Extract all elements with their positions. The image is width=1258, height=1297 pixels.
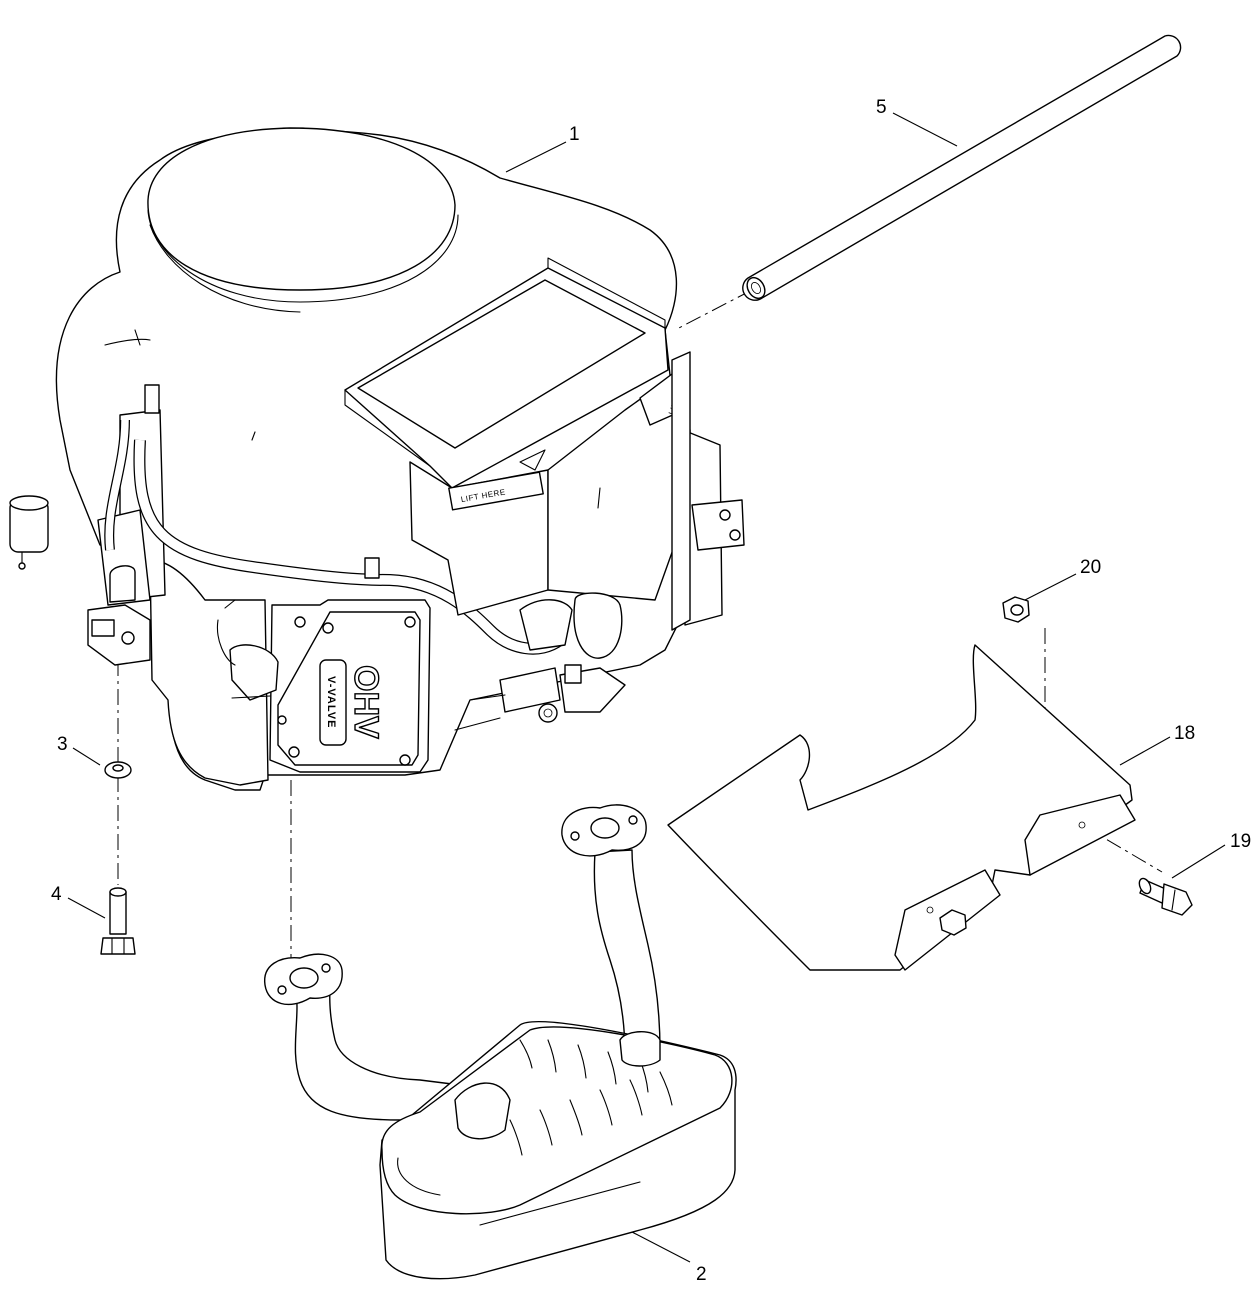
valve-cover-decal-sub: V-VALVE bbox=[325, 676, 337, 728]
leader-2 bbox=[631, 1231, 691, 1263]
callout-18: 18 bbox=[1174, 723, 1195, 744]
fuel-tube bbox=[742, 34, 1182, 301]
muffler bbox=[264, 804, 737, 1280]
shield-bolt-head bbox=[939, 909, 967, 936]
callout-1: 1 bbox=[569, 124, 580, 145]
leader-3 bbox=[72, 747, 101, 766]
shield-bolt bbox=[1138, 877, 1193, 916]
leader-19 bbox=[1171, 844, 1226, 879]
callout-19: 19 bbox=[1230, 831, 1251, 852]
leader-18 bbox=[1119, 736, 1171, 766]
callout-3: 3 bbox=[57, 734, 68, 755]
heat-shield bbox=[667, 644, 1136, 971]
leader-4 bbox=[67, 897, 106, 919]
callout-4: 4 bbox=[51, 884, 62, 905]
nut bbox=[1002, 596, 1030, 623]
leader-20 bbox=[1024, 573, 1077, 601]
valve-cover-decal-main: OHV bbox=[347, 665, 385, 739]
callout-20: 20 bbox=[1080, 557, 1101, 578]
bolt bbox=[100, 887, 136, 955]
leader-5 bbox=[892, 112, 958, 147]
tube-centerline bbox=[674, 289, 753, 331]
callout-2: 2 bbox=[696, 1264, 707, 1285]
leader-1 bbox=[505, 141, 567, 173]
callout-5: 5 bbox=[876, 97, 887, 118]
washer bbox=[104, 761, 132, 779]
engine: LIFT HERE LIFT HERE V-VALVE OHV bbox=[9, 127, 745, 791]
